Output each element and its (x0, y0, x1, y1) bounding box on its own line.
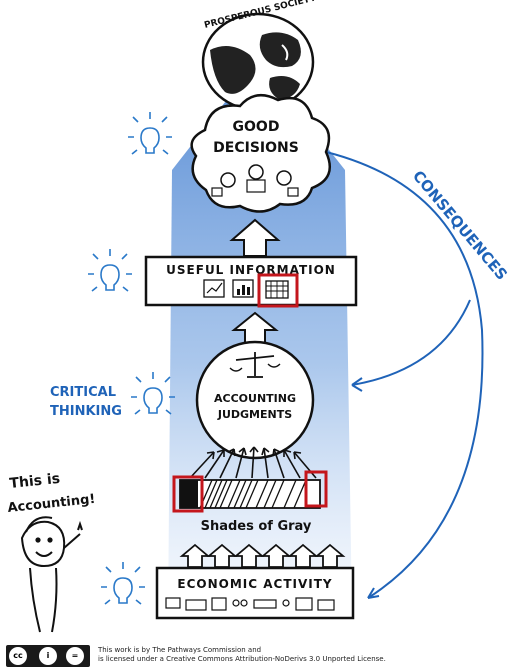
economic-arrows (179, 543, 346, 568)
lightbulb-icon (88, 249, 132, 292)
chart-icon (203, 279, 225, 298)
license-line-1: This work is by The Pathways Commission … (98, 646, 262, 654)
shades-of-gray-label: Shades of Gray (201, 519, 312, 534)
attribution-icon: i (39, 647, 57, 665)
consequences-arc (317, 149, 484, 599)
this-is-accounting-line1: This is (9, 471, 61, 492)
lightbulb-icon (128, 112, 172, 155)
consequences-arrow-to-judgments (351, 299, 471, 386)
bar-chart-icon (232, 279, 254, 298)
judgment-arrows (189, 446, 317, 479)
economic-activity-title: ECONOMIC ACTIVITY (177, 577, 332, 591)
this-is-accounting-line2: Accounting! (7, 492, 96, 516)
license-footer: cc i = BY ND This work is by The Pathway… (0, 640, 510, 671)
no-derivatives-icon: = (66, 647, 84, 665)
lightbulb-icon (131, 372, 175, 415)
spreadsheet-icon (265, 280, 289, 299)
nd-label: ND (70, 659, 78, 665)
accounting-judgments-title-line2: JUDGMENTS (217, 408, 292, 421)
accounting-judgments-title-line1: ACCOUNTING (214, 392, 296, 405)
useful-information-title: USEFUL INFORMATION (166, 263, 336, 277)
critical-thinking-line2: THINKING (50, 404, 122, 419)
accounting-judgments-circle (195, 340, 315, 460)
lightbulb-icon (101, 562, 145, 605)
license-line-2: is licensed under a Creative Commons Att… (98, 655, 386, 663)
creative-commons-badge-icon[interactable]: cc i = BY ND (6, 645, 90, 667)
highlight-box-black-end (172, 475, 204, 513)
good-decisions-title-line1: GOOD (233, 119, 280, 135)
balance-scale-icon (229, 352, 281, 378)
stick-figure (20, 516, 83, 633)
economic-activity-icons (165, 597, 335, 611)
highlight-box-white-end (304, 470, 328, 508)
good-decisions-cloud (190, 93, 331, 213)
highlight-box-spreadsheet (257, 273, 299, 308)
critical-thinking-line1: CRITICAL (50, 385, 116, 400)
good-decisions-title-line2: DECISIONS (213, 140, 299, 156)
by-label: BY (44, 659, 51, 665)
cc-icon: cc (9, 647, 27, 665)
consequences-label: CONSEQUENCES (409, 167, 510, 284)
license-text: This work is by The Pathways Commission … (98, 646, 386, 664)
